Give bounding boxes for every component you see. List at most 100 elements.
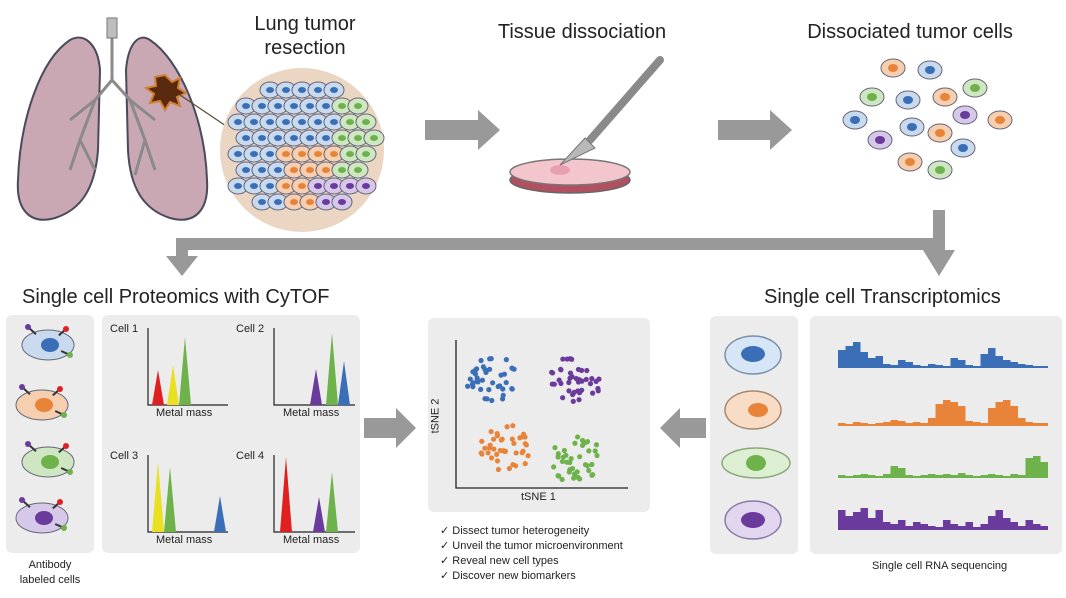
tsne-point: [561, 447, 568, 454]
tsne-point: [586, 448, 592, 454]
tissue-cell: [347, 161, 369, 179]
tsne-point: [563, 452, 569, 458]
tsne-point: [559, 476, 565, 483]
rna-track: [838, 456, 1048, 478]
rna-track: [838, 508, 1048, 530]
tsne-point: [571, 475, 577, 481]
tsne-point: [509, 436, 515, 442]
tsne-point: [593, 378, 599, 385]
dissociated-cell: [859, 87, 885, 107]
tissue-dissociation-label: Tissue dissociation: [497, 21, 667, 43]
tsne-point: [478, 357, 484, 364]
tissue-cell: [235, 161, 257, 179]
antibody-cell: [15, 497, 69, 534]
tsne-point: [590, 390, 596, 396]
tsne-point: [490, 436, 497, 442]
dissociated-cell: [952, 105, 978, 125]
tsne-point: [589, 376, 595, 382]
spectrum-peak: [326, 472, 338, 532]
spectrum-peak: [179, 337, 191, 405]
antibody-cell: [15, 384, 69, 421]
tsne-point: [513, 450, 519, 456]
tsne-point: [486, 387, 492, 393]
tsne-point: [589, 461, 595, 468]
tsne-point: [594, 452, 600, 459]
tissue-cell: [355, 145, 377, 163]
tsne-point: [510, 423, 516, 429]
tissue-cell: [323, 145, 345, 163]
tissue-cell: [267, 129, 289, 147]
tsne-point: [467, 376, 473, 382]
tsne-point: [499, 436, 505, 442]
tsne-point: [555, 454, 561, 460]
tsne-point: [587, 381, 594, 387]
dissociated-cell: [842, 110, 868, 130]
findings-list: Dissect tumor heterogeneity Unveil the t…: [440, 524, 623, 584]
tissue-cell: [283, 97, 305, 115]
tissue-cell: [235, 97, 257, 115]
tsne-point: [576, 397, 582, 403]
tsne-point: [491, 446, 497, 452]
tsne-point: [513, 463, 519, 469]
tsne-point: [556, 473, 562, 479]
tissue-cell: [267, 97, 289, 115]
spectrum-peak: [164, 467, 176, 532]
spectrum-peak: [326, 333, 338, 405]
tsne-point: [486, 366, 493, 372]
spectrum-peak: [280, 457, 292, 532]
tsne-point: [501, 371, 508, 377]
tsne-point: [567, 375, 573, 381]
tsne-point: [511, 440, 517, 447]
tsne-point: [520, 434, 526, 440]
tsne-point: [595, 385, 601, 392]
tsne-panel: [428, 318, 650, 512]
cell-2-label: Cell 2: [236, 323, 265, 335]
tissue-cell: [251, 193, 273, 211]
tsne-point: [474, 366, 480, 372]
tsne-point: [560, 395, 566, 401]
tsne-point: [579, 378, 585, 384]
tsne-point: [549, 369, 555, 375]
tissue-cell: [355, 177, 377, 195]
tsne-point: [573, 376, 580, 382]
dissociated-cell: [987, 110, 1013, 130]
tsne-point: [566, 379, 572, 386]
tsne-point: [575, 366, 582, 373]
tissue-cell: [251, 97, 273, 115]
tissue-cell: [283, 129, 305, 147]
tsne-point: [559, 458, 566, 465]
tissue-cell: [331, 161, 353, 179]
tsne-point: [522, 441, 528, 447]
cell-1-axis-label: Metal mass: [156, 407, 213, 419]
tsne-point: [571, 389, 577, 395]
spectrum-peak: [152, 370, 164, 405]
tsne-point: [567, 370, 574, 376]
tsne-point: [500, 392, 506, 398]
tsne-point: [520, 448, 526, 454]
tsne-point: [582, 440, 588, 446]
tsne-point: [557, 366, 564, 373]
tsne-point: [490, 380, 496, 386]
tissue-cell: [323, 177, 345, 195]
tsne-point: [472, 371, 479, 377]
rna-track: [838, 342, 1048, 368]
tsne-point: [564, 459, 570, 465]
tissue-cell: [227, 113, 249, 131]
tissue-cell: [299, 161, 321, 179]
tissue-cell: [315, 129, 337, 147]
tsne-point: [500, 448, 506, 454]
spectrum-peak: [310, 369, 322, 405]
tsne-point: [485, 450, 491, 456]
dissociated-cell: [899, 117, 925, 137]
rna-track: [838, 400, 1048, 426]
tsne-point: [525, 453, 531, 459]
tsne-point: [503, 357, 509, 363]
tsne-point: [489, 455, 495, 461]
